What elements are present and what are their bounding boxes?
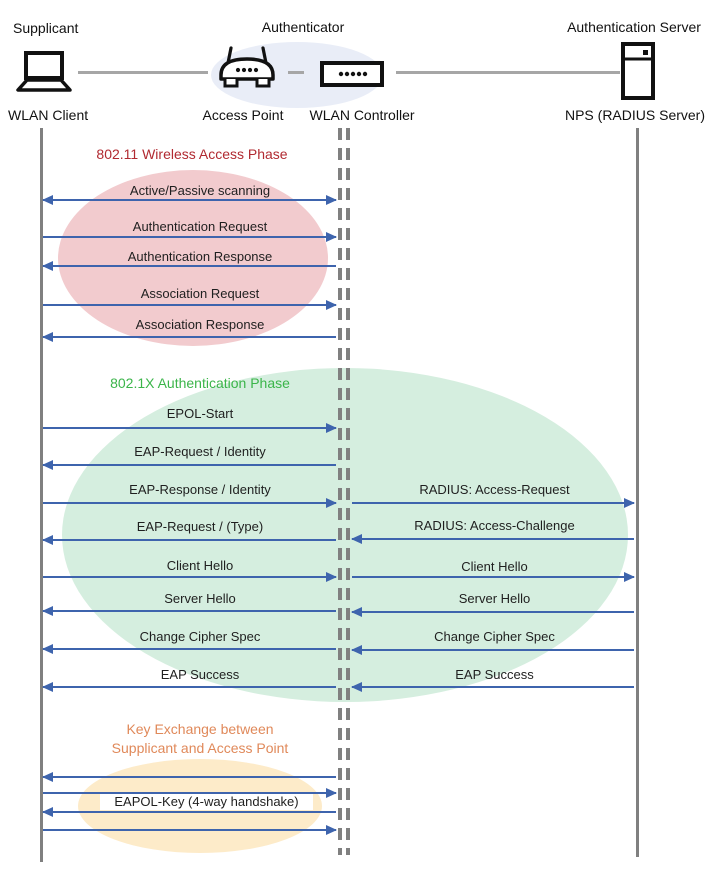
msg-label: EAP-Request / (Type) <box>136 519 264 534</box>
msg-label: RADIUS: Access-Request <box>419 482 570 497</box>
msg-label: EAP-Response / Identity <box>129 482 271 497</box>
msg-label: Authentication Response <box>127 249 273 264</box>
phase3-title-line2: Supplicant and Access Point <box>111 740 289 756</box>
msg-label: Authentication Request <box>132 219 268 234</box>
arrow-client-hello-left <box>43 572 337 582</box>
arrow-eap-request-identity <box>42 460 336 470</box>
msg-label: Server Hello <box>164 591 236 606</box>
node-client-label: WLAN Client <box>8 107 89 123</box>
msg-label-eapol-key: EAPOL-Key (4-way handshake) <box>100 794 313 810</box>
arrow-association-response <box>42 332 336 342</box>
role-supplicant-label: Supplicant <box>13 20 79 36</box>
connector-client-ap <box>78 71 208 74</box>
arrow-client-hello-right <box>352 572 635 582</box>
msg-label: Active/Passive scanning <box>129 183 271 198</box>
msg-label: EAP-Request / Identity <box>134 444 266 459</box>
arrow-eap-success-left <box>42 682 336 692</box>
msg-label: EPOL-Start <box>166 406 234 421</box>
connector-controller-server <box>396 71 620 74</box>
arrow-radius-access-challenge <box>351 534 634 544</box>
wlan-controller-icon <box>320 61 384 87</box>
msg-label: EAP Success <box>160 667 240 682</box>
role-authenticator-label: Authenticator <box>261 19 345 35</box>
arrow-authentication-response <box>42 261 336 271</box>
phase2-ellipse <box>62 368 628 702</box>
arrow-server-hello-left <box>42 606 336 616</box>
arrow-change-cipher-spec-left <box>42 644 336 654</box>
arrow-active-passive-scanning <box>42 195 337 205</box>
role-auth-server-label: Authentication Server <box>567 19 701 35</box>
phase3-title-line1: Key Exchange between <box>126 721 274 737</box>
arrow-eap-request-type <box>42 535 336 545</box>
node-controller-label: WLAN Controller <box>309 107 415 123</box>
arrow-authentication-request <box>43 232 337 242</box>
msg-label: Client Hello <box>461 559 528 574</box>
arrow-eapol-key-4 <box>43 825 337 835</box>
node-server-label: NPS (RADIUS Server) <box>564 107 706 123</box>
msg-label: Client Hello <box>166 558 234 573</box>
msg-label: RADIUS: Access-Challenge <box>414 518 575 533</box>
msg-label: Server Hello <box>458 591 531 606</box>
arrow-eap-response-identity <box>43 498 337 508</box>
laptop-icon <box>16 51 72 92</box>
arrow-change-cipher-spec-right <box>351 645 634 655</box>
node-access-point-label: Access Point <box>202 107 284 123</box>
server-icon <box>621 42 655 100</box>
access-point-icon <box>219 46 275 88</box>
msg-label: EAP Success <box>455 667 534 682</box>
lifeline-controller-dash-1 <box>338 128 342 855</box>
lifeline-server <box>636 128 639 857</box>
msg-label: Association Response <box>135 317 265 332</box>
connector-ap-controller <box>288 71 304 74</box>
msg-label: Association Request <box>140 286 260 301</box>
arrow-eapol-key-3 <box>42 807 336 817</box>
arrow-radius-access-request <box>352 498 635 508</box>
phase1-title: 802.11 Wireless Access Phase <box>96 146 288 162</box>
msg-label: Change Cipher Spec <box>434 629 555 644</box>
arrow-eapol-key-2 <box>43 788 337 798</box>
arrow-epol-start <box>43 423 337 433</box>
arrow-eapol-key-1 <box>42 772 336 782</box>
phase2-title: 802.1X Authentication Phase <box>110 375 290 391</box>
lifeline-client <box>40 128 43 862</box>
arrow-server-hello-right <box>351 607 634 617</box>
arrow-eap-success-right <box>351 682 634 692</box>
msg-label: Change Cipher Spec <box>139 629 261 644</box>
arrow-association-request <box>43 300 337 310</box>
lifeline-controller-dash-2 <box>346 128 350 855</box>
